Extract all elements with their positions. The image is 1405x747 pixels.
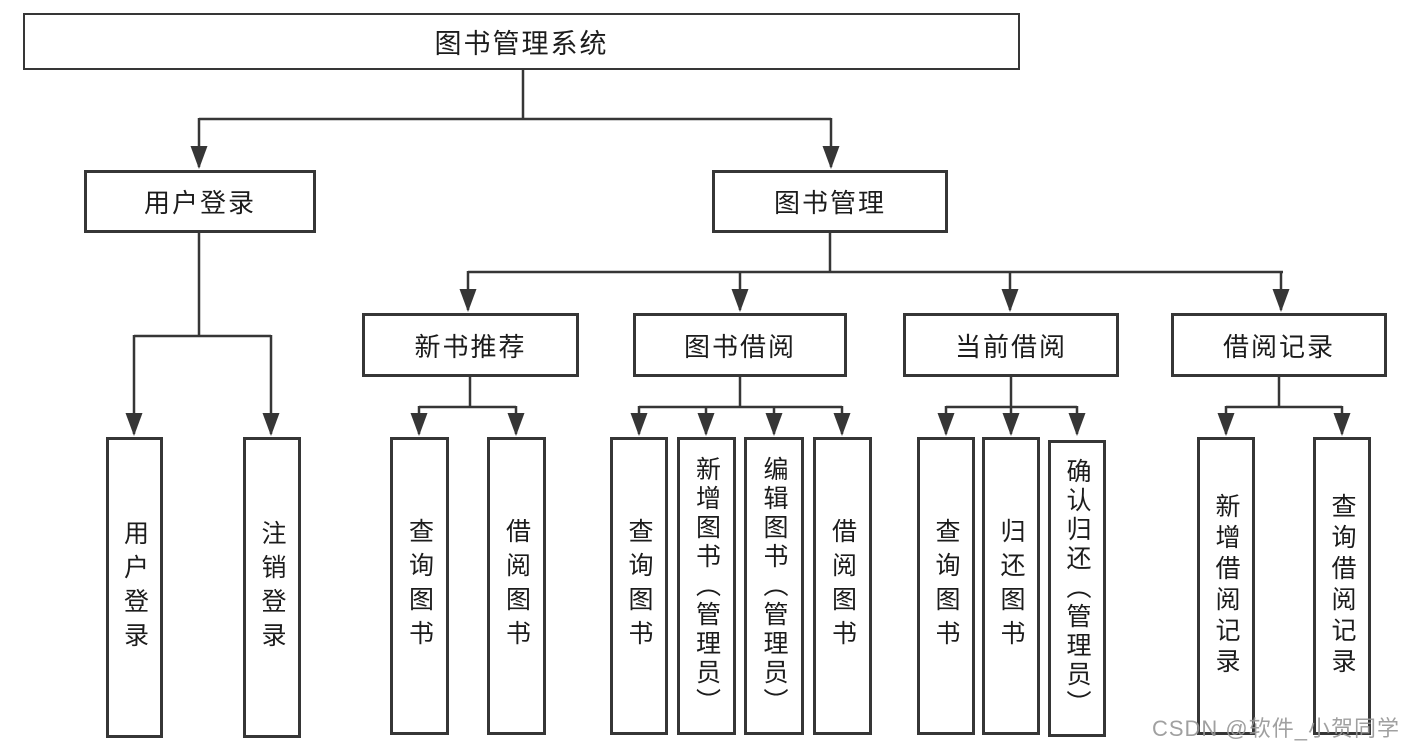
node-label: 图书管理 bbox=[773, 188, 886, 218]
node-label: 借阅记录 bbox=[1222, 331, 1335, 362]
node-bb-edit-books-admin: 编辑图书（管理员） bbox=[744, 437, 804, 735]
watermark: CSDN @软件_小贺同学 bbox=[1151, 716, 1400, 741]
node-new-book-recommend: 新书推荐 bbox=[362, 313, 579, 377]
node-book-borrow: 图书借阅 bbox=[633, 313, 847, 377]
node-book-management: 图书管理 bbox=[712, 170, 948, 233]
node-label: 编辑图书（管理员） bbox=[760, 455, 788, 717]
node-label: 借阅图书 bbox=[828, 518, 857, 654]
node-label: 新书推荐 bbox=[414, 331, 527, 362]
node-label: 注销登录 bbox=[258, 519, 286, 656]
node-nb-borrow-books: 借阅图书 bbox=[487, 437, 546, 735]
node-current-borrow: 当前借阅 bbox=[903, 313, 1119, 377]
node-bb-add-books-admin: 新增图书（管理员） bbox=[677, 437, 736, 735]
node-label: 查询借阅记录 bbox=[1328, 493, 1356, 679]
node-cb-return-books: 归还图书 bbox=[982, 437, 1040, 735]
connector-group bbox=[125, 70, 1351, 436]
node-label: 查询图书 bbox=[625, 518, 653, 654]
node-label: 查询图书 bbox=[405, 518, 434, 654]
node-user-login: 用户登录 bbox=[84, 170, 316, 233]
node-book-management-system: 图书管理系统 bbox=[23, 13, 1020, 70]
node-label: 归还图书 bbox=[997, 518, 1025, 654]
node-leaf-user-login: 用户登录 bbox=[106, 437, 163, 738]
node-label: 图书管理系统 bbox=[434, 29, 609, 59]
node-label: 用户登录 bbox=[120, 519, 149, 656]
node-label: 确认归还（管理员） bbox=[1063, 458, 1091, 719]
node-cb-confirm-return-admin: 确认归还（管理员） bbox=[1048, 440, 1106, 737]
node-label: 图书借阅 bbox=[683, 331, 796, 362]
node-label: 新增图书（管理员） bbox=[692, 455, 721, 717]
node-nb-query-books: 查询图书 bbox=[390, 437, 449, 735]
node-bb-query-books: 查询图书 bbox=[610, 437, 668, 735]
node-label: 用户登录 bbox=[143, 188, 256, 218]
node-label: 当前借阅 bbox=[954, 331, 1067, 362]
node-br-add-record: 新增借阅记录 bbox=[1197, 437, 1255, 735]
node-leaf-logout-login: 注销登录 bbox=[243, 437, 301, 738]
node-label: 查询图书 bbox=[932, 518, 960, 654]
node-label: 借阅图书 bbox=[502, 518, 531, 654]
node-cb-query-books: 查询图书 bbox=[917, 437, 975, 735]
node-borrow-records: 借阅记录 bbox=[1171, 313, 1387, 377]
node-br-query-record: 查询借阅记录 bbox=[1313, 437, 1371, 735]
node-label: 新增借阅记录 bbox=[1212, 493, 1240, 679]
node-bb-borrow-books: 借阅图书 bbox=[813, 437, 872, 735]
